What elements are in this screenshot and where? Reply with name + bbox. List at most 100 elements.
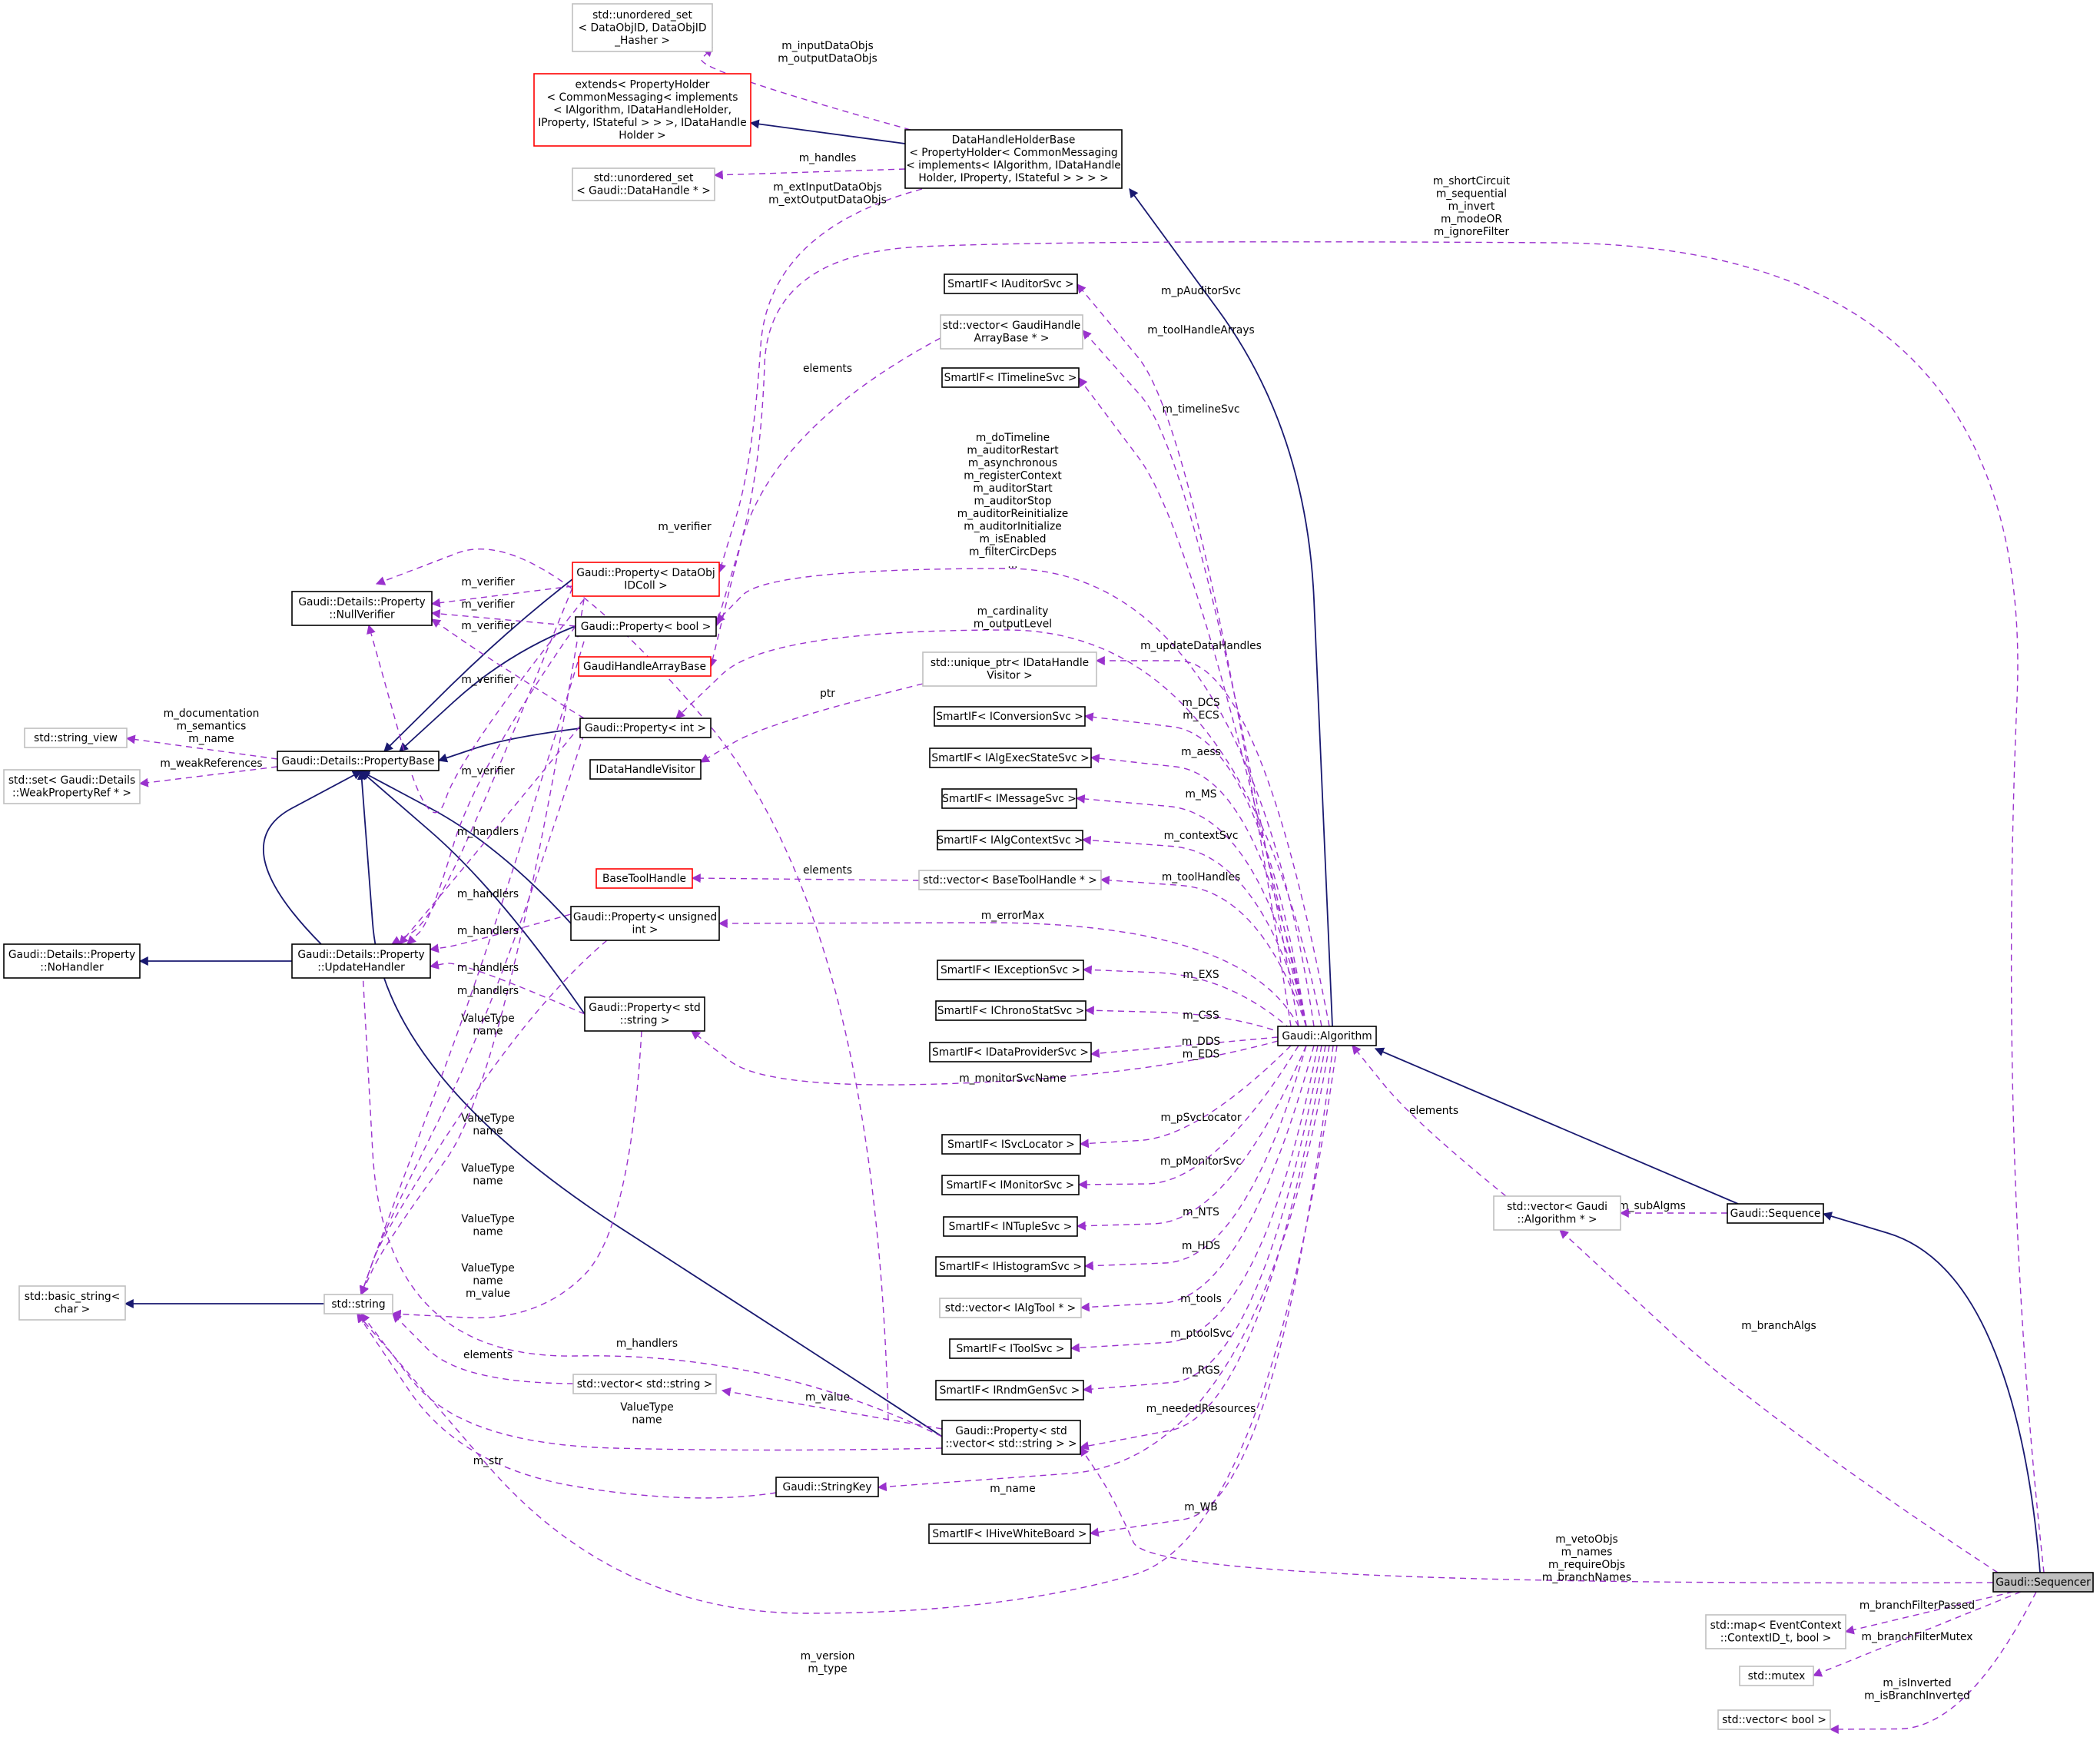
class-node-si-timeline[interactable]: SmartIF< ITimelineSvc > xyxy=(941,367,1080,388)
usage-edge xyxy=(675,629,1322,1027)
usage-edge xyxy=(1081,835,1307,1027)
class-node-sequencer[interactable]: Gaudi::Sequencer xyxy=(1992,1572,2094,1593)
class-node-si-monitor[interactable]: SmartIF< IMonitorSvc > xyxy=(941,1175,1080,1195)
class-node-gha-base[interactable]: GaudiHandleArrayBase xyxy=(578,656,712,677)
class-node-si-hivewb[interactable]: SmartIF< IHiveWhiteBoard > xyxy=(928,1523,1091,1544)
class-node-si-toolsvc[interactable]: SmartIF< IToolSvc > xyxy=(949,1338,1072,1359)
class-node-label: std::vector< BaseToolHandle * > xyxy=(923,874,1097,887)
class-node-std-string[interactable]: std::string xyxy=(323,1294,393,1314)
inheritance-edge xyxy=(360,771,572,924)
class-node-si-message[interactable]: SmartIF< IMessageSvc > xyxy=(941,788,1077,809)
class-node-prop-bool[interactable]: Gaudi::Property< bool > xyxy=(575,616,717,637)
class-node-updatehandler[interactable]: Gaudi::Details::Property::UpdateHandler xyxy=(291,943,431,979)
class-node-label: Gaudi::Property< std::string > xyxy=(589,1002,700,1027)
class-node-algorithm[interactable]: Gaudi::Algorithm xyxy=(1277,1026,1377,1046)
edge-label-l-paud: m_pAuditorSvc xyxy=(1161,285,1241,297)
class-node-map-ctx[interactable]: std::map< EventContext::ContextID_t, boo… xyxy=(1705,1614,1846,1649)
edge-label-l-name: m_name xyxy=(990,1483,1035,1495)
class-node-si-auditor[interactable]: SmartIF< IAuditorSvc > xyxy=(944,273,1078,294)
class-node-dhhb[interactable]: DataHandleHolderBase< PropertyHolder< Co… xyxy=(904,129,1123,189)
class-node-nullverifier[interactable]: Gaudi::Details::Property::NullVerifier xyxy=(291,591,433,626)
class-node-basic-string[interactable]: std::basic_string<char > xyxy=(18,1285,126,1321)
class-node-basetoolhandle[interactable]: BaseToolHandle xyxy=(595,868,693,889)
usage-edge xyxy=(714,241,2045,1573)
edge-label-l-tha: m_toolHandleArrays xyxy=(1147,324,1254,336)
class-node-uset-handle[interactable]: std::unordered_set< Gaudi::DataHandle * … xyxy=(572,167,715,201)
inheritance-edge xyxy=(1129,188,1333,1027)
class-node-stringkey[interactable]: Gaudi::StringKey xyxy=(775,1477,879,1497)
edge-label-l-hds: m_HDS xyxy=(1182,1240,1220,1252)
usage-edge xyxy=(431,618,585,719)
class-node-label: SmartIF< IAlgExecStateSvc > xyxy=(931,752,1089,764)
edge-label-l-needed: m_neededResources xyxy=(1146,1403,1256,1415)
class-node-mutex[interactable]: std::mutex xyxy=(1739,1666,1814,1686)
class-node-vec-alg[interactable]: std::vector< Gaudi::Algorithm * > xyxy=(1493,1195,1621,1231)
class-node-label: Gaudi::Property< int > xyxy=(585,722,706,734)
edge-label-l-h5: m_handlers xyxy=(457,985,519,997)
class-node-si-ntuple[interactable]: SmartIF< INTupleSvc > xyxy=(943,1216,1078,1237)
usage-edge xyxy=(357,1045,1338,1614)
class-node-sequence[interactable]: Gaudi::Sequence xyxy=(1727,1203,1824,1224)
class-node-si-conversion[interactable]: SmartIF< IConversionSvc > xyxy=(934,706,1086,727)
class-node-label: Gaudi::Sequence xyxy=(1730,1208,1821,1220)
class-node-si-rndm[interactable]: SmartIF< IRndmGenSvc > xyxy=(935,1380,1084,1401)
class-node-si-chrono[interactable]: SmartIF< IChronoStatSvc > xyxy=(935,1000,1086,1021)
class-node-label: std::map< EventContext::ContextID_t, boo… xyxy=(1710,1619,1842,1645)
usage-edge xyxy=(391,1030,642,1319)
usage-edge xyxy=(1559,1229,1999,1573)
usage-edge xyxy=(1077,283,1292,1027)
class-node-prop-str[interactable]: Gaudi::Property< std::string > xyxy=(584,996,705,1032)
class-node-label: std::vector< bool > xyxy=(1722,1714,1826,1726)
class-node-idhvisitor[interactable]: IDataHandleVisitor xyxy=(589,759,702,780)
edge-label-l-ctx: m_contextSvc xyxy=(1164,830,1239,842)
usage-edge xyxy=(1083,712,1307,1027)
class-node-uset-dataobj[interactable]: std::unordered_set< DataObjID, DataObjID… xyxy=(572,3,713,52)
edge-label-l-toolh: m_toolHandles xyxy=(1162,871,1240,883)
usage-edge xyxy=(721,1387,943,1430)
edge-label-l-elem1: elements xyxy=(803,363,852,375)
class-node-si-svcloc[interactable]: SmartIF< ISvcLocator > xyxy=(941,1134,1081,1155)
edge-label-l-pmon: m_pMonitorSvc xyxy=(1160,1155,1242,1168)
class-node-si-dataprov[interactable]: SmartIF< IDataProviderSvc > xyxy=(929,1042,1092,1062)
class-node-vec-bool[interactable]: std::vector< bool > xyxy=(1717,1709,1831,1730)
edge-label-l-h4: m_handlers xyxy=(457,962,519,974)
usage-edge xyxy=(699,683,924,763)
class-node-label: SmartIF< IChronoStatSvc > xyxy=(937,1005,1085,1017)
class-node-vec-string[interactable]: std::vector< std::string > xyxy=(572,1374,717,1394)
class-node-label: extends< PropertyHolder< CommonMessaging… xyxy=(538,78,747,141)
class-node-si-exception[interactable]: SmartIF< IExceptionSvc > xyxy=(937,960,1084,980)
edge-label-l-ptr: ptr xyxy=(820,688,835,700)
class-node-si-histogram[interactable]: SmartIF< IHistogramSvc > xyxy=(935,1256,1086,1277)
class-node-prop-int[interactable]: Gaudi::Property< int > xyxy=(579,718,712,738)
class-node-extends[interactable]: extends< PropertyHolder< CommonMessaging… xyxy=(533,73,751,147)
class-node-string-view[interactable]: std::string_view xyxy=(24,728,128,748)
class-node-si-algexec[interactable]: SmartIF< IAlgExecStateSvc > xyxy=(929,748,1092,768)
inheritance-edge xyxy=(749,119,906,144)
class-node-vec-algtool[interactable]: std::vector< IAlgTool * > xyxy=(939,1298,1082,1318)
usage-edge xyxy=(1080,1447,1994,1584)
edge-label-l-handles: m_handles xyxy=(799,152,857,164)
class-node-nohandler[interactable]: Gaudi::Details::Property::NoHandler xyxy=(3,943,141,979)
usage-edge xyxy=(1079,1045,1326,1450)
class-node-set-weak[interactable]: std::set< Gaudi::Details::WeakPropertyRe… xyxy=(3,769,141,804)
class-node-vec-bth[interactable]: std::vector< BaseToolHandle * > xyxy=(918,870,1102,890)
class-node-propbase[interactable]: Gaudi::Details::PropertyBase xyxy=(277,751,440,771)
class-node-si-algcontext[interactable]: SmartIF< IAlgContextSvc > xyxy=(937,830,1083,850)
usage-edge xyxy=(1083,1045,1307,1271)
class-node-prop-vecstr[interactable]: Gaudi::Property< std::vector< std::strin… xyxy=(941,1420,1081,1455)
usage-edge xyxy=(1844,1591,2014,1635)
